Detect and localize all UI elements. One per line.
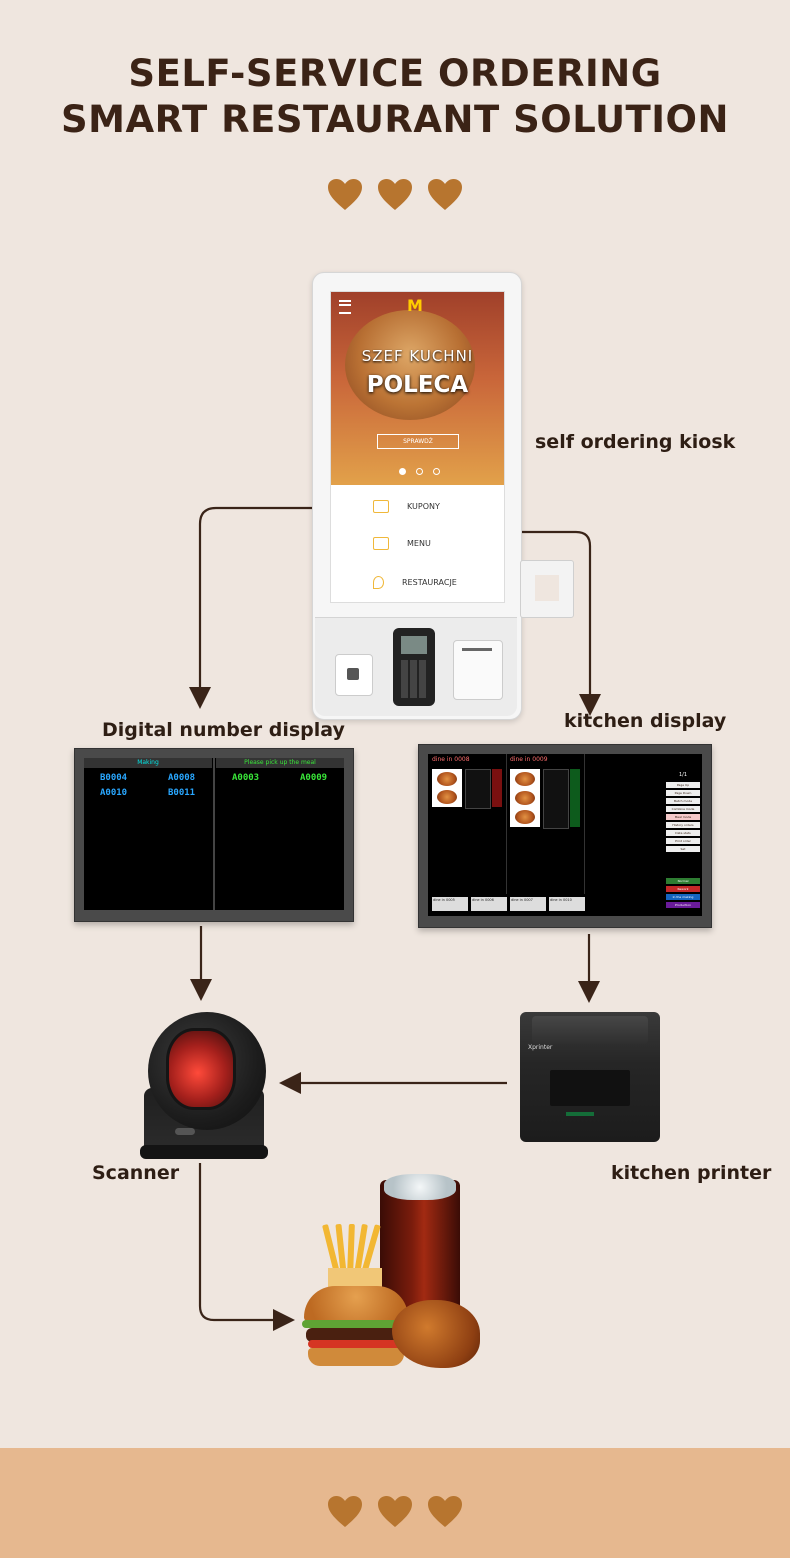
promo-line-2: POLECA — [366, 372, 469, 398]
kiosk-menu-item: KUPONY — [331, 488, 504, 524]
order-number: A0003 — [232, 773, 260, 783]
kds-button: Combine mode — [666, 806, 700, 812]
making-header: Making — [84, 758, 212, 768]
heart-icon — [428, 1496, 462, 1527]
order-number: A0009 — [300, 773, 328, 783]
label-number-display: Digital number display — [102, 719, 345, 741]
label-scanner: Scanner — [92, 1162, 180, 1184]
burger-image — [345, 310, 475, 420]
arrow-scanner-to-meal — [198, 1163, 295, 1331]
promo-line-1: SZEF KUCHNI — [361, 347, 474, 365]
status-button: Production — [666, 902, 700, 908]
pos-terminal — [393, 628, 435, 706]
carousel-dots — [399, 468, 440, 475]
kiosk-promo-banner: M SZEF KUCHNI POLECA SPRAWDŹ — [331, 292, 504, 485]
heart-icon — [378, 179, 412, 210]
title-line-2: SMART RESTAURANT SOLUTION — [61, 98, 729, 141]
number-display-screen: Making Please pick up the meal B0004 A00… — [84, 758, 344, 910]
kds-button: Data stats — [666, 830, 700, 836]
hamburger-menu-icon — [339, 300, 351, 314]
kds-button: History orders — [666, 822, 700, 828]
status-button: Rework — [666, 886, 700, 892]
brand-logo: M — [407, 296, 423, 315]
kiosk-side-hook — [520, 560, 574, 618]
label-printer: kitchen printer — [611, 1162, 772, 1184]
page-indicator: 1/1 — [678, 772, 688, 778]
dish-card — [510, 769, 540, 827]
kiosk-menu-label: RESTAURACJE — [402, 577, 457, 587]
ready-header: Please pick up the meal — [216, 758, 344, 768]
queued-order: dine in 0007 — [510, 897, 546, 911]
receipt-printer-slot — [453, 640, 503, 700]
order-number: A0010 — [100, 788, 128, 798]
heart-icon — [328, 1496, 362, 1527]
top-hearts — [0, 178, 790, 212]
kiosk-screen: M SZEF KUCHNI POLECA SPRAWDŹ KUPONY MENU… — [330, 291, 505, 603]
kitchen-printer: Xprinter — [520, 1012, 660, 1142]
queued-order: dine in 0006 — [471, 897, 507, 911]
status-button-column: Normal Rework In the making Production — [666, 878, 700, 910]
status-button: Normal — [666, 878, 700, 884]
self-ordering-kiosk: M SZEF KUCHNI POLECA SPRAWDŹ KUPONY MENU… — [312, 272, 522, 720]
title-line-1: SELF-SERVICE ORDERING — [128, 52, 662, 95]
heart-icon — [328, 179, 362, 210]
bottom-hearts — [0, 1495, 790, 1529]
order-number: A0008 — [168, 773, 196, 783]
heart-icon — [378, 1496, 412, 1527]
order-header: dine in 0009 — [510, 756, 548, 763]
queued-order: dine in 0010 — [549, 897, 585, 911]
kds-button: Batch mode — [666, 798, 700, 804]
dish-card — [432, 769, 462, 807]
coupon-icon — [373, 499, 389, 513]
kds-button: Meal mode — [666, 814, 700, 820]
side-button-column: Page Up Page Down Batch mode Combine mod… — [666, 782, 700, 872]
order-header: dine in 0008 — [432, 756, 470, 763]
kds-button: Print order — [666, 838, 700, 844]
printer-brand: Xprinter — [528, 1044, 553, 1051]
kds-button: Set — [666, 846, 700, 852]
kds-button: Page Down — [666, 790, 700, 796]
heart-icon — [428, 179, 462, 210]
label-kitchen-display: kitchen display — [564, 710, 727, 732]
location-pin-icon — [373, 575, 384, 589]
number-display-monitor: Making Please pick up the meal B0004 A00… — [74, 748, 354, 922]
kitchen-display-monitor: dine in 0008 dine in 0009 1/1 Page Up Pa… — [418, 744, 712, 928]
label-kiosk: self ordering kiosk — [535, 431, 736, 453]
kds-footer: dine in 0005 dine in 0006 dine in 0007 d… — [432, 897, 588, 911]
kitchen-display-screen: dine in 0008 dine in 0009 1/1 Page Up Pa… — [428, 754, 702, 916]
order-number: B0004 — [100, 773, 128, 783]
kiosk-base — [315, 617, 517, 716]
order-number: B0011 — [168, 788, 196, 798]
kiosk-menu-label: KUPONY — [407, 501, 440, 511]
arrow-kiosk-to-kitchen-display — [520, 530, 601, 716]
promo-button: SPRAWDŹ — [377, 434, 459, 449]
qr-scanner-module — [335, 654, 373, 696]
kiosk-menu-item: MENU — [331, 525, 504, 561]
kds-button: Page Up — [666, 782, 700, 788]
footer-band — [0, 1448, 790, 1558]
kiosk-menu-label: MENU — [407, 538, 431, 548]
kiosk-menu-item: RESTAURACJE — [331, 564, 504, 600]
status-button: In the making — [666, 894, 700, 900]
burger-icon — [373, 536, 389, 550]
queued-order: dine in 0005 — [432, 897, 468, 911]
arrow-kiosk-to-number-display — [189, 506, 312, 709]
